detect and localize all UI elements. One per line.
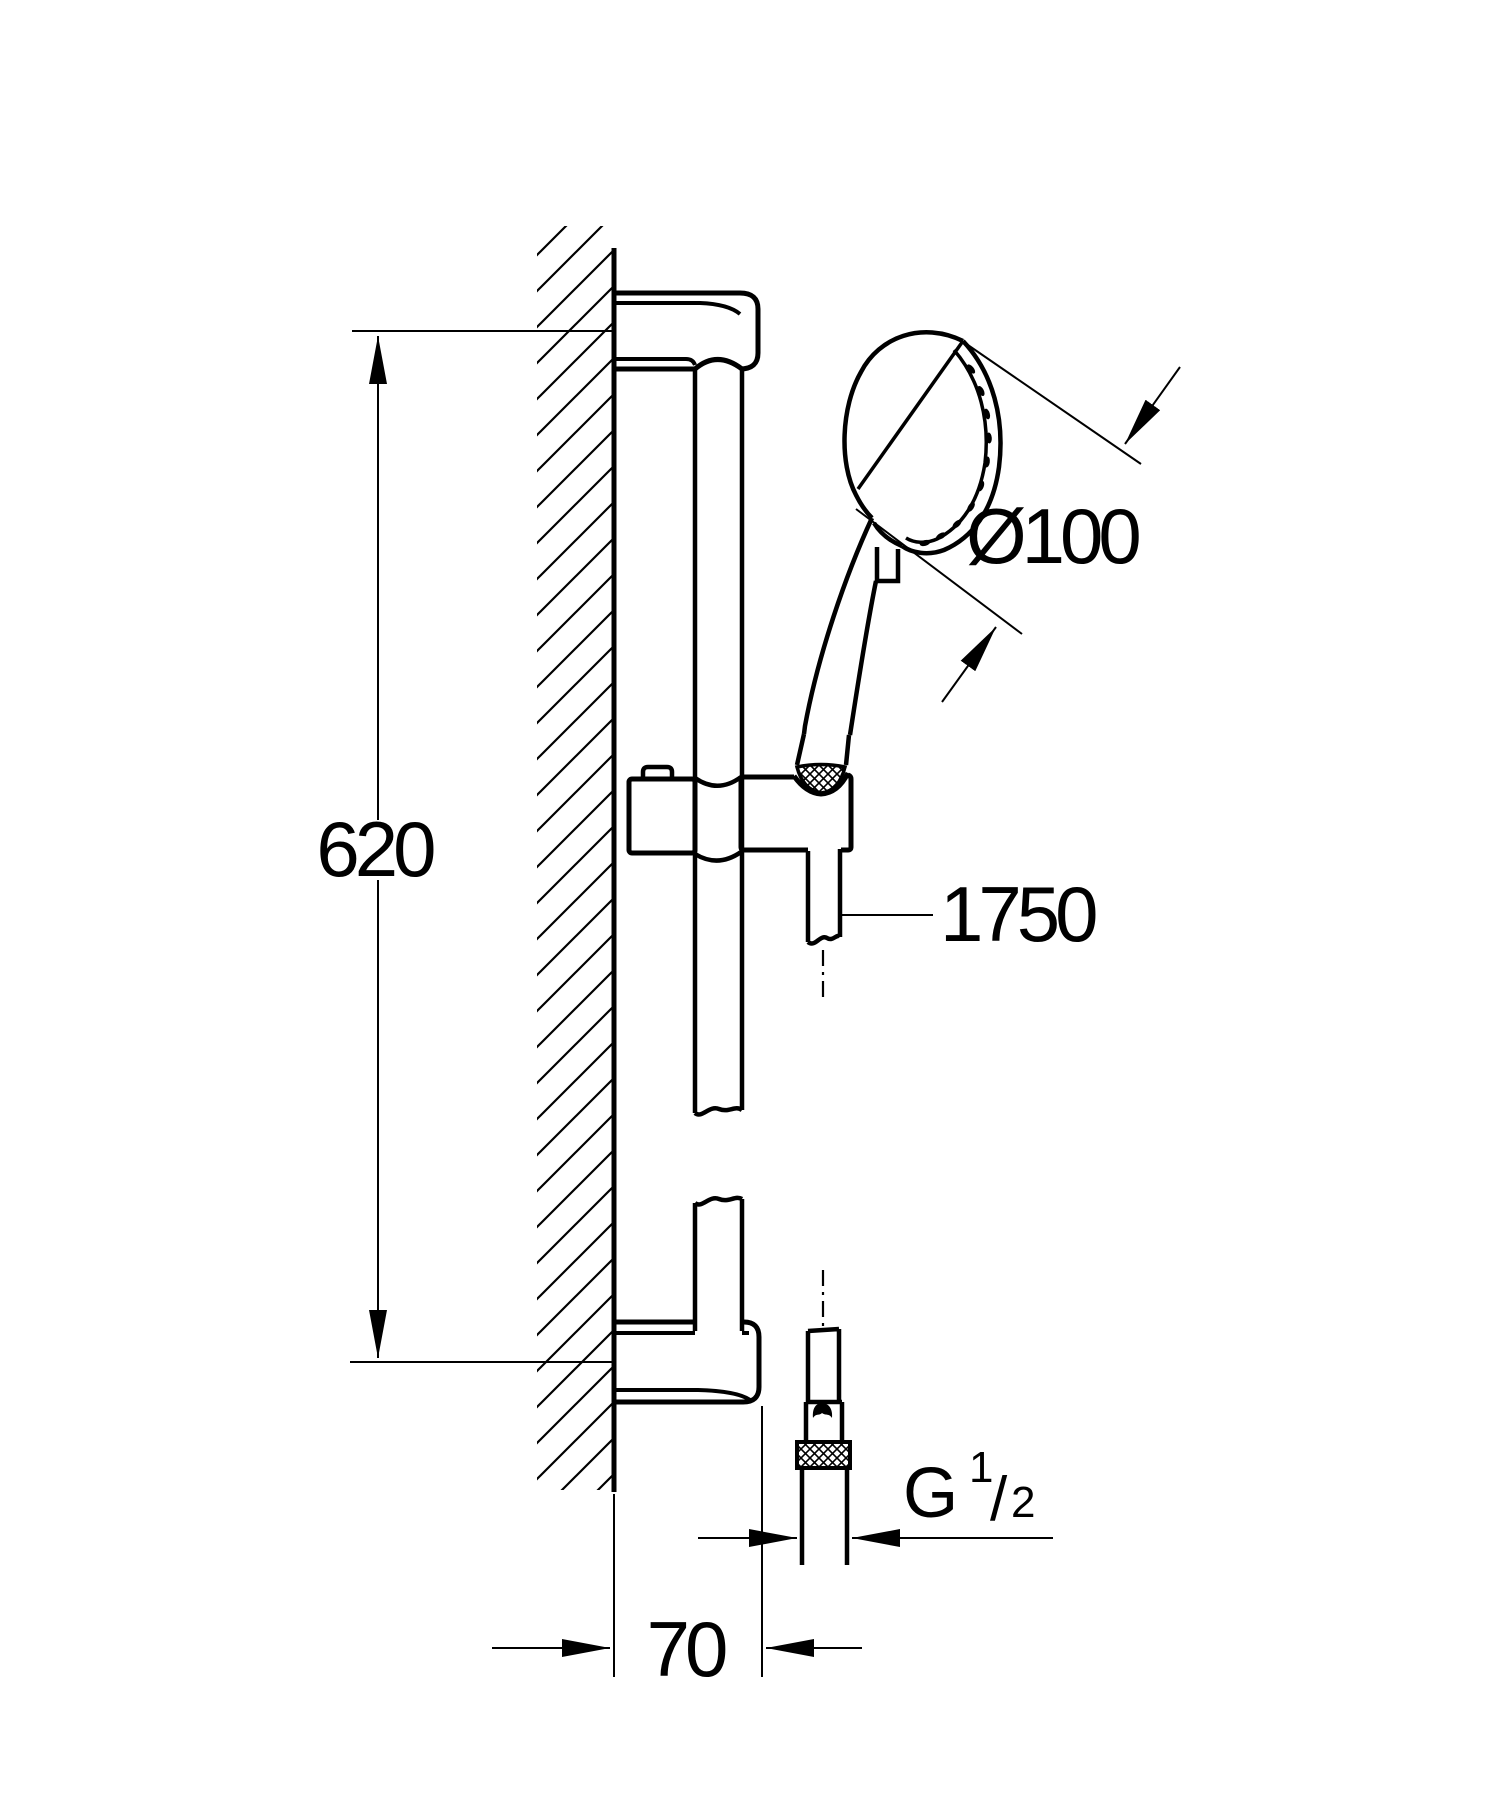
bottom-bracket-inner-line-2 [614, 1388, 752, 1402]
handle-cone [794, 733, 852, 766]
hose-ferrule [803, 1399, 845, 1442]
thread-denominator: 2 [1011, 1478, 1035, 1527]
hand-shower [794, 330, 1003, 795]
connector-thread-shank [799, 1468, 850, 1565]
nozzle-band [919, 364, 992, 547]
holder-clamp-knob [626, 776, 698, 856]
slide-rail [692, 369, 745, 1331]
handle-right-edge [847, 580, 879, 736]
handset-holder [626, 764, 854, 863]
top-bracket-inner-line [614, 301, 742, 316]
top-bracket-inner-line-2 [614, 357, 697, 366]
label-head-diameter: Ø100 [966, 492, 1139, 580]
dimension-texts: 620 1750 Ø100 70 G 1 / 2 [316, 492, 1144, 1693]
knurled-nut [795, 1440, 852, 1470]
head-ridge-line [856, 339, 965, 491]
spray-mode-button [874, 547, 901, 584]
hose-connector [795, 1326, 852, 1565]
handle-left-edge [801, 517, 875, 735]
hose-lower-piece [805, 1326, 842, 1402]
handle-butt-in-holder [794, 762, 848, 795]
hose-upper-stub [805, 849, 843, 946]
dim-arrow-d100-upper [1124, 366, 1181, 445]
wall-hatching [537, 226, 613, 1490]
label-hose-length: 1750 [940, 870, 1096, 958]
wall-section [537, 226, 617, 1492]
dimension-annotations [350, 330, 1181, 1677]
top-bracket-outline [614, 290, 761, 372]
bottom-bracket-outline [614, 1319, 762, 1405]
ext-line-d100-upper [964, 342, 1142, 465]
rail-break-lower [693, 1195, 744, 1207]
dim-arrow-d100-lower [941, 626, 997, 703]
ext-line-d100-lower [855, 508, 1023, 635]
bottom-wall-bracket [614, 1319, 762, 1405]
head-face-outer-rim [900, 339, 1003, 556]
label-bar-height: 620 [316, 805, 434, 893]
hose-break-line [806, 933, 842, 946]
top-wall-bracket [614, 290, 761, 372]
label-wall-distance: 70 [647, 1605, 726, 1693]
thread-slash: / [990, 1465, 1008, 1534]
rail-break-upper [693, 1106, 744, 1117]
head-bottom-edge [872, 521, 903, 549]
thread-numerator: 1 [969, 1443, 993, 1492]
head-back-outline [842, 330, 964, 520]
holder-collar-arcs [693, 775, 743, 863]
thread-letter: G [903, 1454, 956, 1533]
brand-mark [812, 1403, 833, 1418]
label-thread-size: G 1 / 2 [903, 1443, 1035, 1534]
holder-lock-button [640, 764, 675, 779]
